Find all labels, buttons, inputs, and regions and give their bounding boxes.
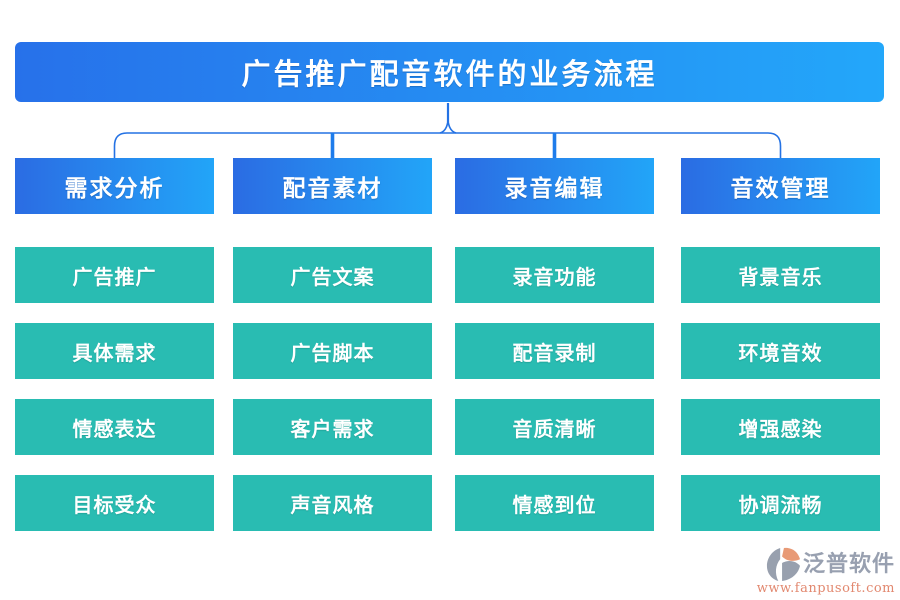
node: 配音录制 (455, 323, 654, 379)
brand-footer: 泛普软件 www.fanpusoft.com (757, 547, 895, 596)
node: 背景音乐 (681, 247, 880, 303)
node: 客户需求 (233, 399, 432, 455)
node: 广告脚本 (233, 323, 432, 379)
page-title: 广告推广配音软件的业务流程 (15, 42, 884, 102)
node: 协调流畅 (681, 475, 880, 531)
fanpu-logo-icon (766, 547, 800, 581)
node: 声音风格 (233, 475, 432, 531)
column-header: 音效管理 (681, 158, 880, 214)
node: 情感表达 (15, 399, 214, 455)
node: 情感到位 (455, 475, 654, 531)
node: 录音功能 (455, 247, 654, 303)
column-header: 需求分析 (15, 158, 214, 214)
column-sound-effect-mgmt: 音效管理 背景音乐 环境音效 增强感染 协调流畅 (681, 158, 880, 531)
node: 广告文案 (233, 247, 432, 303)
node: 环境音效 (681, 323, 880, 379)
node: 广告推广 (15, 247, 214, 303)
column-dubbing-material: 配音素材 广告文案 广告脚本 客户需求 声音风格 (233, 158, 432, 531)
node: 增强感染 (681, 399, 880, 455)
node: 音质清晰 (455, 399, 654, 455)
column-header: 录音编辑 (455, 158, 654, 214)
brand-name: 泛普软件 (802, 551, 895, 577)
node: 具体需求 (15, 323, 214, 379)
column-recording-editing: 录音编辑 录音功能 配音录制 音质清晰 情感到位 (455, 158, 654, 531)
column-header: 配音素材 (233, 158, 432, 214)
column-needs-analysis: 需求分析 广告推广 具体需求 情感表达 目标受众 (15, 158, 214, 531)
brand-url: www.fanpusoft.com (756, 581, 895, 596)
node: 目标受众 (15, 475, 214, 531)
